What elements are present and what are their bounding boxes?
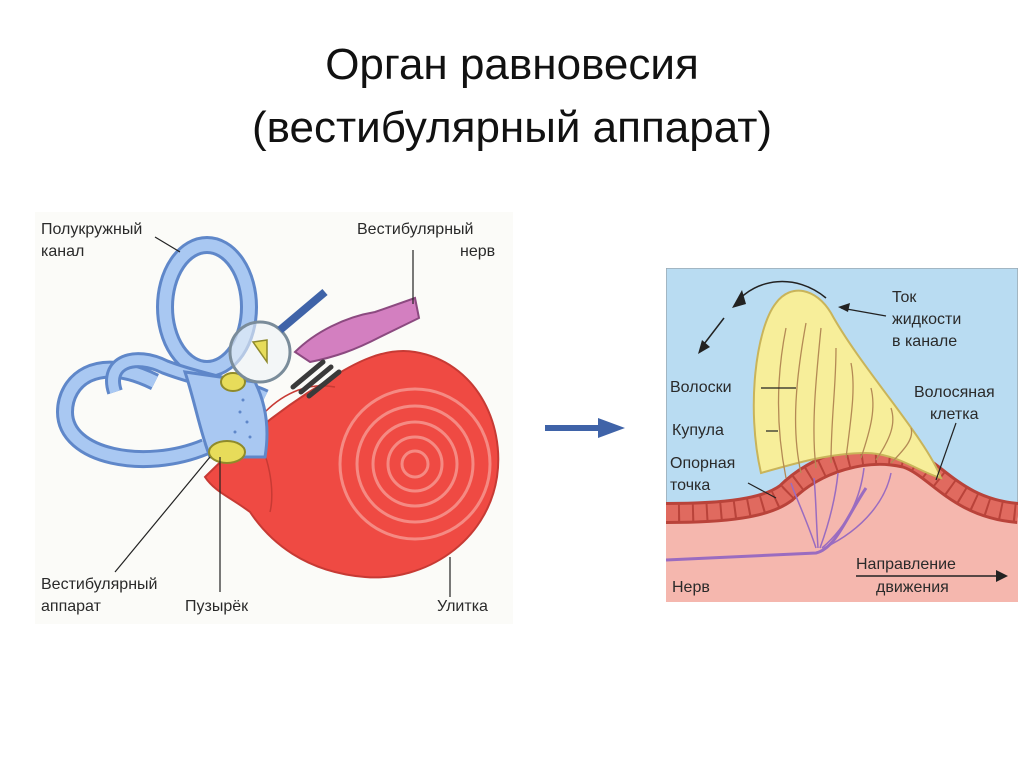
label-fluid-flow-2: жидкости bbox=[892, 310, 961, 329]
label-support-point-1: Опорная bbox=[670, 454, 735, 473]
arrow-right-icon bbox=[598, 418, 625, 438]
label-cupula: Купула bbox=[672, 421, 724, 440]
label-vestibular-apparatus-2: аппарат bbox=[41, 597, 101, 616]
label-semicircular-canal-1: Полукружный bbox=[41, 220, 142, 239]
inner-ear-illustration bbox=[35, 212, 513, 624]
cupula-detail-diagram: Ток жидкости в канале Волоски Купула Опо… bbox=[666, 268, 1018, 602]
label-vestibular-nerve-2: нерв bbox=[460, 242, 495, 261]
label-hair-cell-1: Волосяная bbox=[914, 383, 995, 402]
label-vestibular-apparatus-1: Вестибулярный bbox=[41, 575, 157, 594]
pointer-arrow-shape bbox=[280, 292, 325, 330]
label-vestibular-nerve-1: Вестибулярный bbox=[357, 220, 473, 239]
label-cochlea: Улитка bbox=[437, 597, 488, 616]
page-title-line-2: (вестибулярный аппарат) bbox=[0, 98, 1024, 158]
label-direction-2: движения bbox=[876, 578, 949, 597]
label-direction-1: Направление bbox=[856, 555, 956, 574]
label-hair-cell-2: клетка bbox=[930, 405, 978, 424]
page-title-line-1: Орган равновесия bbox=[0, 35, 1024, 95]
label-fluid-flow-3: в канале bbox=[892, 332, 957, 351]
label-support-point-2: точка bbox=[670, 476, 710, 495]
label-vesicle: Пузырёк bbox=[185, 597, 248, 616]
inner-ear-diagram: Полукружный канал Вестибулярный нерв Вес… bbox=[35, 212, 513, 624]
label-semicircular-canal-2: канал bbox=[41, 242, 84, 261]
label-hairs: Волоски bbox=[670, 378, 732, 397]
label-fluid-flow-1: Ток bbox=[892, 288, 916, 307]
label-nerve: Нерв bbox=[672, 578, 710, 597]
